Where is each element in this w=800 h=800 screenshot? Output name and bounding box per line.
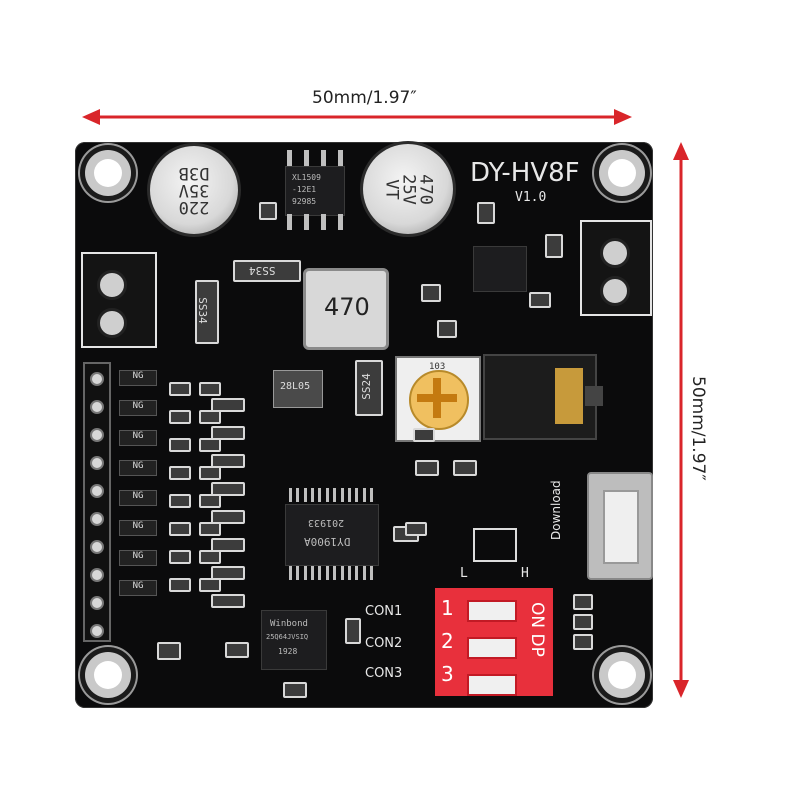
ng-label: NG — [119, 430, 157, 446]
dip-switch-2[interactable] — [467, 637, 517, 659]
capacitor-220: 220 35V D3B — [150, 146, 238, 234]
capacitor-220-code: D3B — [178, 163, 210, 183]
capacitor-470-voltage: 25V — [398, 174, 419, 205]
ng-label: NG — [119, 550, 157, 566]
inductor-470: 470 — [303, 268, 389, 350]
dip-number-3: 3 — [441, 662, 454, 686]
dip-on-label: ON DP — [527, 602, 547, 657]
board-version: V1.0 — [515, 190, 547, 205]
smd-resistor — [573, 614, 593, 630]
screw-terminal-left — [81, 252, 157, 348]
pin-header[interactable] — [83, 362, 111, 642]
regulator-chip-code: 92985 — [292, 197, 317, 206]
mounting-hole-bottom-left — [85, 652, 131, 698]
height-arrow — [673, 142, 689, 698]
con1-label: CON1 — [365, 604, 403, 619]
diode-ss34-top: SS34 — [233, 260, 301, 282]
smd-resistor — [437, 320, 457, 338]
main-chip-label: DY1900A — [304, 535, 351, 548]
regulator-chip-sub: -12E1 — [292, 185, 317, 194]
dip-number-1: 1 — [441, 596, 454, 620]
potentiometer-label: 103 — [429, 362, 446, 372]
ng-label: NG — [119, 580, 157, 596]
ng-column: NG NG NG NG NG NG NG NG — [119, 370, 157, 596]
smd-resistor — [573, 634, 593, 650]
diode-ss34-left-label: SS34 — [195, 297, 209, 324]
diode-ss24: SS24 — [355, 360, 383, 416]
con2-label: CON2 — [365, 636, 403, 651]
jumper-pad[interactable] — [473, 528, 517, 562]
flash-chip-label: Winbond — [270, 619, 308, 629]
chip-pins-top — [287, 150, 343, 166]
ng-label: NG — [119, 400, 157, 416]
height-dimension-label: 50mm/1.97″ — [688, 376, 708, 481]
regulator-chip-xl1509: XL1509 -12E1 92985 — [285, 166, 345, 216]
ng-label: NG — [119, 460, 157, 476]
smd-resistor — [345, 618, 361, 644]
flash-chip-date: 1928 — [278, 647, 298, 656]
smd-resistor — [453, 460, 477, 476]
flash-chip-code: 25Q64JVSIQ — [266, 633, 309, 641]
board-title: DY-HV8F — [470, 158, 580, 188]
smd-resistor — [413, 428, 435, 442]
main-chip-pins-top — [289, 488, 373, 502]
main-chip-pins-bottom — [289, 566, 373, 580]
capacitor-470-code: VT — [381, 179, 402, 200]
resistor-array-right — [211, 398, 251, 608]
capacitor-470-value: 470 — [415, 174, 436, 205]
smd-resistor — [477, 202, 495, 224]
ng-label: NG — [119, 370, 157, 386]
diode-ss34-left: SS34 — [195, 280, 219, 344]
ng-label: NG — [119, 490, 157, 506]
mounting-hole-top-right — [599, 150, 645, 196]
flash-chip-winbond: Winbond 25Q64JVSIQ 1928 — [261, 610, 327, 670]
regulator-label: 28L05 — [280, 381, 311, 392]
smd-resistor — [421, 284, 441, 302]
jumper-label-l: L — [460, 566, 468, 581]
smd-resistor — [405, 522, 427, 536]
usb-port[interactable] — [587, 472, 653, 580]
ng-label: NG — [119, 520, 157, 536]
smd-resistor — [259, 202, 277, 220]
mounting-hole-bottom-right — [599, 652, 645, 698]
jumper-label-h: H — [521, 566, 529, 581]
resistor-array-left — [169, 382, 249, 592]
dip-number-2: 2 — [441, 629, 454, 653]
mounting-hole-top-left — [85, 150, 131, 196]
smd-resistor — [529, 292, 551, 308]
width-arrow — [82, 109, 632, 125]
dip-switch[interactable]: 1 2 3 ON DP — [435, 588, 553, 696]
inductor-label: 470 — [324, 293, 370, 321]
smd-resistor — [545, 234, 563, 258]
smd-resistor — [283, 682, 307, 698]
capacitor-470: 470 25V VT — [363, 144, 453, 234]
dip-switch-3[interactable] — [467, 674, 517, 696]
pcb-board: DY-HV8F V1.0 220 35V D3B 470 25V VT XL15… — [75, 142, 653, 708]
width-dimension-label: 50mm/1.97″ — [312, 88, 417, 108]
smd-resistor — [225, 642, 249, 658]
dip-switch-1[interactable] — [467, 600, 517, 622]
audio-jack[interactable] — [483, 354, 603, 440]
regulator-chip-label: XL1509 — [292, 173, 321, 182]
opamp-chip — [473, 246, 527, 292]
main-chip-dy1900a: 201933 DY1900A — [285, 504, 379, 566]
capacitor-220-voltage: 35V — [178, 180, 210, 200]
chip-pins-bottom — [287, 214, 343, 230]
screw-terminal-right — [580, 220, 652, 316]
capacitor-220-value: 220 — [178, 197, 210, 217]
diode-ss34-top-label: SS34 — [249, 264, 276, 277]
smd-resistor — [415, 460, 439, 476]
potentiometer[interactable]: 103 — [395, 356, 481, 442]
regulator-28l05: 28L05 — [273, 370, 323, 408]
smd-resistor — [573, 594, 593, 610]
smd-resistor — [157, 642, 181, 660]
capacitor-220-label: 220 35V D3B — [152, 163, 236, 217]
download-label: Download — [549, 480, 563, 540]
diode-ss24-label: SS24 — [359, 373, 373, 400]
con3-label: CON3 — [365, 666, 403, 681]
main-chip-code: 201933 — [308, 517, 345, 528]
